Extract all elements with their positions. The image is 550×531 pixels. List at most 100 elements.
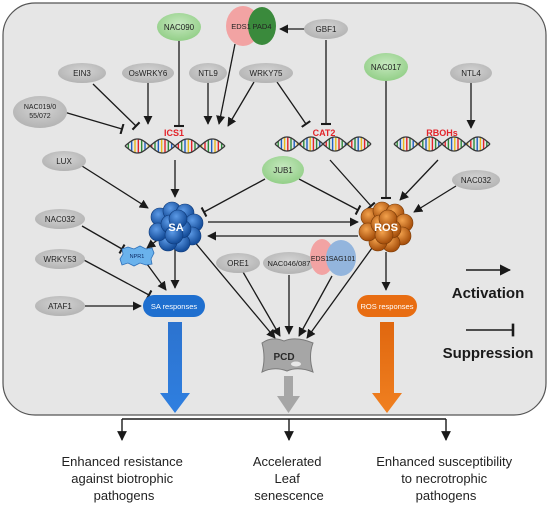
node-jub1: JUB1 xyxy=(262,156,304,184)
nac019-line1: NAC019/0 xyxy=(24,104,56,111)
outcome-middle-line3: senescence xyxy=(254,488,323,503)
svg-text:NPR1: NPR1 xyxy=(130,254,145,260)
svg-text:NAC019/055/072: NAC019/0 55/072 xyxy=(24,104,56,120)
edge-nac032-npr1 xyxy=(81,225,126,255)
svg-text:WRKY75: WRKY75 xyxy=(250,69,283,78)
dna-strand xyxy=(124,138,226,154)
node-eds1-pad4: EDS1 PAD4 xyxy=(226,6,276,46)
pcd-label: PCD xyxy=(273,352,294,363)
node-wrky75: WRKY75 xyxy=(239,63,293,83)
gene-label-cat2: CAT2 xyxy=(313,128,336,138)
molecule-sphere xyxy=(378,209,398,229)
node-ntl4: NTL4 xyxy=(450,63,492,83)
dna-strand xyxy=(393,136,491,152)
node-ataf1: ATAF1 xyxy=(35,296,85,316)
svg-text:JUB1: JUB1 xyxy=(273,166,293,175)
dna-helix-ics1 xyxy=(124,138,226,154)
svg-text:NTL9: NTL9 xyxy=(198,69,218,78)
outcome-right-line1: Enhanced susceptibility xyxy=(376,454,512,469)
edge-ein3-ics1 xyxy=(92,83,141,131)
ros-responses-box: ROS responses xyxy=(357,295,417,317)
svg-text:LUX: LUX xyxy=(56,157,72,166)
edge-lux-sa xyxy=(81,165,149,209)
pcd-shape: PCD xyxy=(261,338,314,373)
pcd-outcome-arrow xyxy=(277,376,300,413)
edge-wrky75-ics1 xyxy=(227,81,255,127)
eds1-label: EDS1 xyxy=(231,22,251,31)
eds1-b-label: EDS1 xyxy=(311,256,329,263)
edge-ore1-pcd xyxy=(242,271,281,337)
svg-text:NAC032: NAC032 xyxy=(45,215,76,224)
svg-text:ROS responses: ROS responses xyxy=(361,302,414,311)
node-nac046: NAC046/087 xyxy=(263,252,315,274)
outcome-right-line3: pathogens xyxy=(416,488,477,503)
edge-jub1-ros xyxy=(298,178,362,216)
outcome-right: Enhanced susceptibility to necrotrophic … xyxy=(376,454,515,503)
edge-nac019-ics1 xyxy=(63,111,125,135)
svg-text:OsWRKY6: OsWRKY6 xyxy=(129,69,168,78)
ros-outcome-arrow xyxy=(372,322,402,413)
outcome-left: Enhanced resistance against biotrophic p… xyxy=(61,454,186,503)
outcome-left-line3: pathogens xyxy=(94,488,155,503)
legend: Activation Suppression xyxy=(443,264,534,362)
outcome-middle-line1: Accelerated xyxy=(253,454,322,469)
node-ore1: ORE1 xyxy=(216,253,260,273)
sag101-label: SAG101 xyxy=(329,256,356,263)
node-nac090: NAC090 xyxy=(157,13,201,41)
svg-text:NTL4: NTL4 xyxy=(461,69,481,78)
node-wrky53: WRKY53 xyxy=(35,249,85,269)
gene-label-rbohs: RBOHs xyxy=(426,128,458,138)
sa-outcome-arrow xyxy=(160,322,190,413)
node-eds1-sag101: EDS1 SAG101 xyxy=(310,239,356,276)
ros-label: ROS xyxy=(374,222,398,234)
dna-helix-rbohs xyxy=(393,136,491,152)
svg-text:NAC046/087: NAC046/087 xyxy=(268,259,311,268)
nac019-line2: 55/072 xyxy=(29,113,51,120)
legend-suppression-label: Suppression xyxy=(443,345,534,362)
dna-strand xyxy=(274,136,372,152)
svg-text:EIN3: EIN3 xyxy=(73,69,91,78)
edge-wrky75-cat2 xyxy=(276,81,311,128)
node-nac032-right: NAC032 xyxy=(452,170,500,190)
node-oswrky6: OsWRKY6 xyxy=(122,63,174,83)
gene-label-ics1: ICS1 xyxy=(164,128,184,138)
outcome-left-line1: Enhanced resistance xyxy=(61,454,182,469)
edge-cat2-ros xyxy=(329,159,376,211)
edge-npr1-saresp xyxy=(146,263,167,291)
ros-molecule-cluster xyxy=(358,201,414,253)
node-lux: LUX xyxy=(42,151,86,171)
dna-helix-cat2 xyxy=(274,136,372,152)
svg-text:NAC032: NAC032 xyxy=(461,176,492,185)
outcome-bracket xyxy=(117,418,451,441)
molecule-sphere xyxy=(168,209,188,229)
legend-activation-label: Activation xyxy=(452,285,525,302)
node-ntl9: NTL9 xyxy=(189,63,227,83)
node-gbf1: GBF1 xyxy=(304,19,348,39)
edge-rbohs-ros xyxy=(399,159,439,201)
node-npr1: NPR1 xyxy=(119,245,155,267)
connectors xyxy=(63,24,476,339)
node-nac019: NAC019/0 55/072 xyxy=(13,96,67,128)
edge-eds1sag101-pcd xyxy=(298,275,333,337)
svg-text:WRKY53: WRKY53 xyxy=(44,255,77,264)
sa-molecule-cluster xyxy=(148,201,204,253)
sa-label: SA xyxy=(168,222,183,234)
edge-nac032-ros xyxy=(413,185,457,213)
svg-text:NAC017: NAC017 xyxy=(371,63,402,72)
svg-text:NAC090: NAC090 xyxy=(164,23,195,32)
svg-text:SA responses: SA responses xyxy=(151,302,198,311)
outcome-middle: Accelerated Leaf senescence xyxy=(253,454,325,503)
outcome-middle-line2: Leaf xyxy=(275,471,301,486)
edge-wrky53-saresp xyxy=(81,258,153,301)
sa-responses-box: SA responses xyxy=(143,295,205,317)
node-ein3: EIN3 xyxy=(58,63,106,83)
svg-text:ATAF1: ATAF1 xyxy=(48,302,72,311)
edge-sa-pcd xyxy=(192,239,276,339)
svg-text:ORE1: ORE1 xyxy=(227,259,249,268)
node-nac017: NAC017 xyxy=(364,53,408,81)
edge-ros-pcd xyxy=(306,247,373,339)
edge-jub1-sa xyxy=(200,178,266,218)
svg-text:GBF1: GBF1 xyxy=(316,25,337,34)
node-nac032-left: NAC032 xyxy=(35,209,85,229)
